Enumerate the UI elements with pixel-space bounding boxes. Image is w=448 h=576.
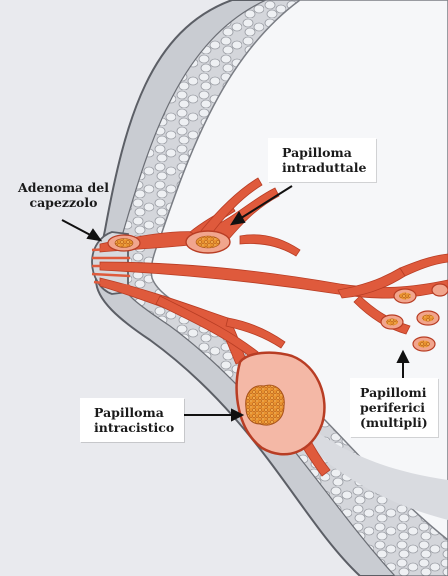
label-papilloma-intracistico: Papilloma intracistico <box>80 398 184 442</box>
label-papilloma-intraduttale: Papilloma intraduttale <box>268 138 376 182</box>
label-papillomi-periferici: Papillomi periferici (multipli) <box>350 378 438 437</box>
intracystic-papilloma-mass <box>246 385 285 425</box>
label-adenoma-del-capezzolo: Adenoma del capezzolo <box>18 180 109 210</box>
